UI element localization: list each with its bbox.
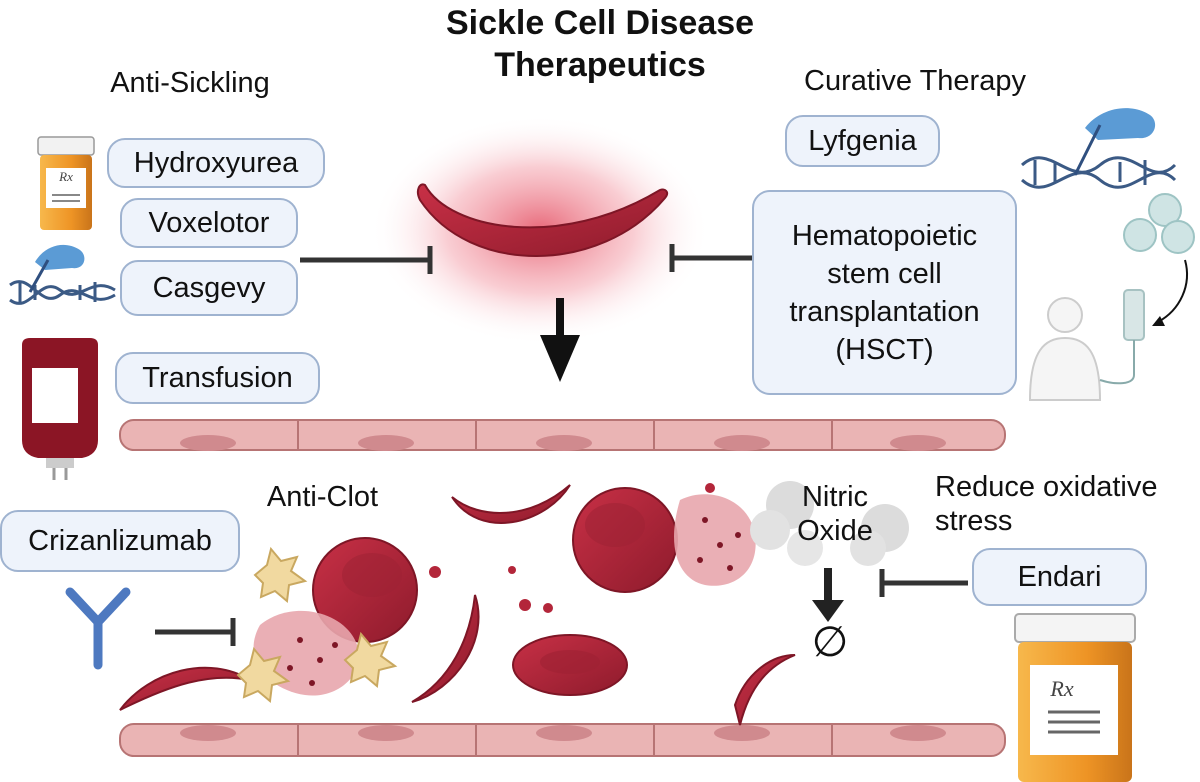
therapy-endari: Endari [972,548,1147,606]
inhibit-endari [879,569,968,597]
patient-iv-icon [1028,289,1145,401]
normal-rbc [512,634,628,696]
hsct-line-4: (HSCT) [835,333,934,366]
clot-debris-right [674,494,756,586]
small-rbc-fragments [429,483,715,613]
heading-anti-sickling: Anti-Sickling [110,67,270,99]
therapy-hydroxyurea: Hydroxyurea [107,138,325,188]
platelets [236,546,398,703]
page-title: Sickle Cell Disease Therapeutics [300,2,900,86]
nitric-oxide-line-1: Nitric [801,481,869,513]
central-sickle-cell [370,115,710,345]
heading-reduce-oxidative-stress: Reduce oxidative stress [935,470,1200,538]
oxidative-line-1: Reduce oxidative [935,471,1158,503]
gloved-hand-right-icon [1073,108,1156,176]
therapy-transfusion: Transfusion [115,352,320,404]
antibody-icon [65,587,131,670]
dna-right-icon [1021,156,1177,189]
nitric-oxide-line-2: Oxide [797,515,873,547]
sickle-cell-4 [733,654,796,726]
therapy-lyfgenia: Lyfgenia [785,115,940,167]
down-arrow [540,298,580,382]
transfusion-bag-icon [22,338,98,480]
therapy-voxelotor: Voxelotor [120,198,298,248]
therapy-casgevy: Casgevy [120,260,298,316]
hsct-line-2: stem cell [827,257,942,290]
nitric-oxide-cloud [750,481,909,566]
inhibit-crizanlizumab [155,618,236,646]
pill-bottle-large-icon [1014,613,1136,782]
heading-anti-clot: Anti-Clot [266,481,379,513]
ruptured-rbc-left [312,537,418,643]
sickle-cell-2 [411,594,480,703]
stem-cells-icon [1123,193,1195,326]
oxidative-line-2: stress [935,505,1013,537]
therapy-hsct: Hematopoietic stem cell transplantation … [752,190,1017,395]
empty-set-symbol: ∅ [811,618,849,665]
hsct-line-1: Hematopoietic [791,219,978,252]
inhibit-anti-sickling [300,246,433,274]
dna-left-icon [9,280,116,305]
rx-label-small: Rx [59,169,73,184]
pill-bottle-small-icon [37,136,95,230]
heading-curative-therapy: Curative Therapy [804,65,1026,97]
nitric-oxide-arrow [812,568,844,622]
ruptured-rbc-right [572,487,678,593]
inhibit-hsct [669,244,752,272]
rx-label-large: Rx [1050,676,1074,701]
endothelium-bottom [119,723,1006,757]
hsct-line-3: transplantation [789,295,980,328]
gloved-hand-left-icon [28,244,85,293]
endothelium-top [119,419,1006,451]
title-line-1: Sickle Cell Disease [445,4,755,42]
sickle-cell-3 [119,666,251,711]
nitric-oxide-label: Nitric Oxide [780,480,890,548]
title-line-2: Therapeutics [494,46,706,84]
therapy-crizanlizumab: Crizanlizumab [0,510,240,572]
sickle-cell-1 [451,484,571,524]
